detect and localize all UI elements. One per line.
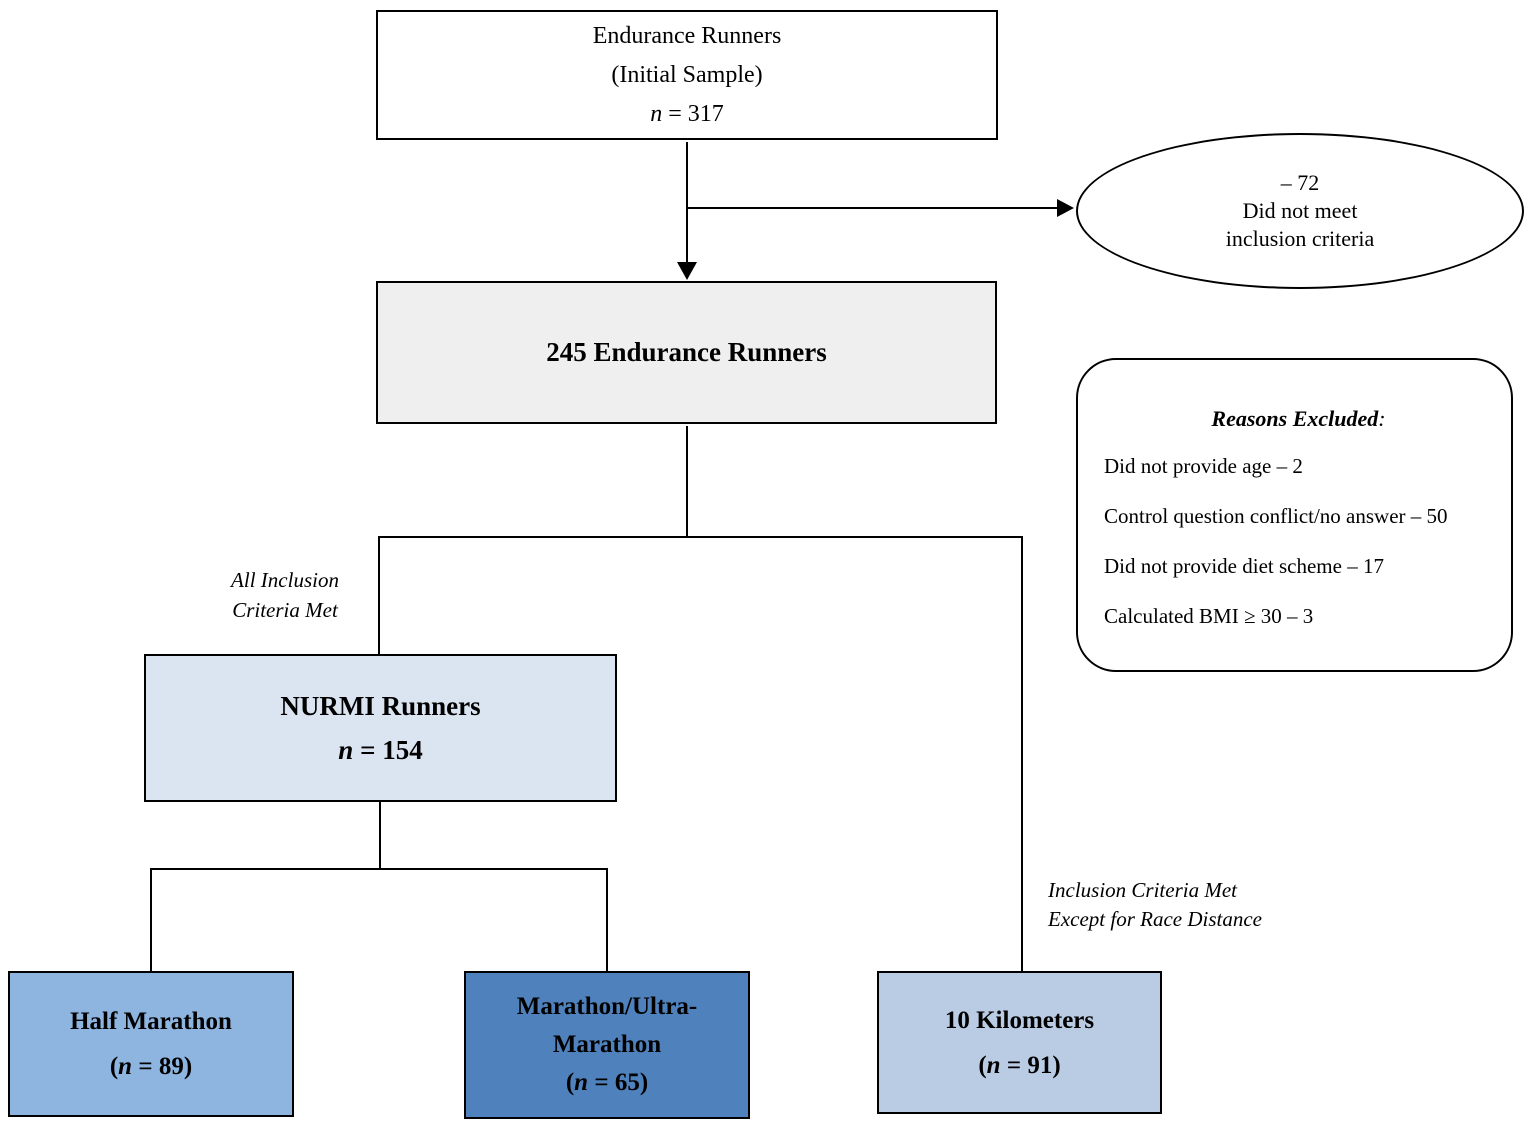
ten-kilometers-box: 10 Kilometers (n = 91) xyxy=(877,971,1162,1114)
connector-initial-to-245 xyxy=(686,142,688,266)
connector-nurmi-down xyxy=(379,802,381,870)
connector-to-marathon xyxy=(606,868,608,972)
nurmi-runners-box: NURMI Runners n = 154 xyxy=(144,654,617,802)
connector-to-excluded-ellipse xyxy=(687,207,1059,209)
n-value: = 89) xyxy=(132,1053,193,1080)
initial-sample-box: Endurance Runners (Initial Sample) n = 3… xyxy=(376,10,998,140)
paren: ( xyxy=(565,1069,575,1096)
connector-to-ten-km xyxy=(1021,536,1023,972)
initial-sample-subtitle: (Initial Sample) xyxy=(611,61,763,88)
n-symbol: n xyxy=(338,735,354,765)
n-symbol: n xyxy=(118,1053,133,1080)
marathon-ultra-box: Marathon/Ultra- Marathon (n = 65) xyxy=(464,971,750,1119)
ten-km-title: 10 Kilometers xyxy=(944,1006,1095,1034)
reason-item-control-question: Control question conflict/no answer – 50 xyxy=(1104,504,1448,528)
marathon-title-line2: Marathon xyxy=(552,1031,662,1058)
half-marathon-box: Half Marathon (n = 89) xyxy=(8,971,294,1117)
reasons-title-colon: : xyxy=(1378,406,1386,431)
marathon-n: (n = 65) xyxy=(566,1064,648,1102)
n-symbol: n xyxy=(574,1069,589,1096)
excluded-text-line1: Did not meet xyxy=(1242,198,1358,223)
arrowhead-right-icon xyxy=(1057,199,1074,217)
paren: ( xyxy=(978,1051,987,1079)
reasons-excluded-box: Reasons Excluded: Did not provide age – … xyxy=(1076,358,1513,672)
reasons-excluded-title: Reasons Excluded: xyxy=(1104,406,1493,432)
inclusion-except-line2: Except for Race Distance xyxy=(1048,907,1262,931)
n-value: = 317 xyxy=(662,100,724,127)
arrowhead-down-icon xyxy=(677,262,697,280)
reason-item-age: Did not provide age – 2 xyxy=(1104,454,1303,478)
connector-to-nurmi xyxy=(378,536,380,654)
connector-nurmi-branch-horizontal xyxy=(150,868,608,870)
excluded-text-line2: inclusion criteria xyxy=(1225,226,1375,251)
all-inclusion-line2: Criteria Met xyxy=(232,598,338,622)
initial-sample-title: Endurance Runners xyxy=(592,22,782,49)
paren: ( xyxy=(109,1053,119,1080)
initial-sample-n: n = 317 xyxy=(650,95,724,134)
nurmi-n: n = 154 xyxy=(338,728,422,772)
all-inclusion-line1: All Inclusion xyxy=(231,568,339,592)
n-symbol: n xyxy=(650,100,663,127)
half-marathon-title: Half Marathon xyxy=(70,1008,232,1035)
reason-item-bmi: Calculated BMI ≥ 30 – 3 xyxy=(1104,604,1314,628)
connector-to-half-marathon xyxy=(150,868,152,972)
excluded-ellipse: – 72 Did not meet inclusion criteria xyxy=(1076,133,1524,289)
n-value: = 91) xyxy=(1000,1051,1061,1079)
inclusion-except-line1: Inclusion Criteria Met xyxy=(1048,878,1237,902)
endurance-245-box: 245 Endurance Runners xyxy=(376,281,997,424)
n-symbol: n xyxy=(986,1051,1001,1079)
inclusion-except-distance-label: Inclusion Criteria Met Except for Race D… xyxy=(1048,876,1338,934)
connector-branch-horizontal xyxy=(378,536,1023,538)
ten-km-n: (n = 91) xyxy=(978,1043,1060,1088)
n-value: = 154 xyxy=(353,735,423,765)
excluded-count: – 72 xyxy=(1280,170,1320,195)
reasons-title-text: Reasons Excluded xyxy=(1211,406,1379,431)
all-inclusion-criteria-label: All Inclusion Criteria Met xyxy=(200,565,370,625)
half-marathon-n: (n = 89) xyxy=(110,1044,192,1089)
reason-item-diet-scheme: Did not provide diet scheme – 17 xyxy=(1104,554,1384,578)
n-value: = 65) xyxy=(588,1069,649,1096)
marathon-title-line1: Marathon/Ultra- xyxy=(516,993,698,1020)
endurance-245-label: 245 Endurance Runners xyxy=(546,337,827,367)
connector-245-down xyxy=(686,426,688,537)
nurmi-title: NURMI Runners xyxy=(280,691,481,721)
